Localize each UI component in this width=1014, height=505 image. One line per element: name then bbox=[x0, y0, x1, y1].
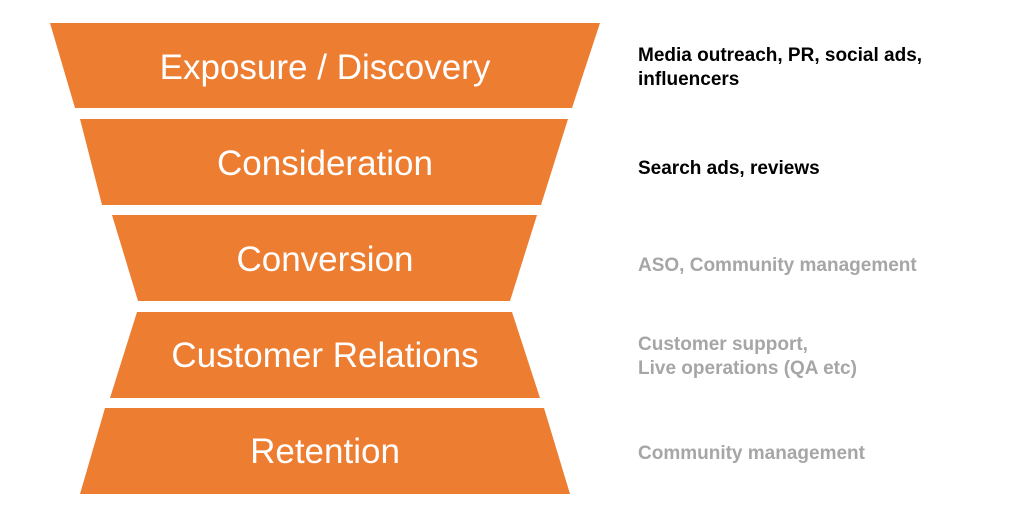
stage-description-exposure: Media outreach, PR, social ads, influenc… bbox=[638, 44, 922, 92]
stage-label: Retention bbox=[250, 432, 400, 471]
stage-label: Conversion bbox=[236, 240, 413, 279]
description-line: Customer support, bbox=[638, 334, 808, 355]
description-line: Search ads, reviews bbox=[638, 158, 820, 179]
funnel-band bbox=[80, 408, 570, 494]
funnel-stage-customer-relations: Customer Relations bbox=[110, 312, 540, 398]
description-line: influencers bbox=[638, 69, 740, 90]
stage-label: Exposure / Discovery bbox=[160, 48, 491, 87]
funnel-stage-conversion: Conversion bbox=[112, 215, 537, 301]
stage-description-retention: Community management bbox=[638, 442, 865, 466]
description-line: Community management bbox=[638, 443, 865, 464]
funnel-band bbox=[112, 215, 537, 301]
funnel-stage-retention: Retention bbox=[80, 408, 570, 494]
funnel-stage-exposure: Exposure / Discovery bbox=[50, 23, 600, 108]
funnel-band bbox=[110, 312, 540, 398]
description-line: ASO, Community management bbox=[638, 255, 917, 276]
description-line: Live operations (QA etc) bbox=[638, 358, 857, 379]
description-line: Media outreach, PR, social ads, bbox=[638, 45, 923, 66]
funnel-band bbox=[50, 23, 600, 108]
stage-description-conversion: ASO, Community management bbox=[638, 254, 917, 278]
stage-description-customer-relations: Customer support, Live operations (QA et… bbox=[638, 333, 857, 381]
stage-label: Customer Relations bbox=[171, 336, 478, 375]
funnel-stage-consideration: Consideration bbox=[80, 119, 568, 205]
stage-description-consideration: Search ads, reviews bbox=[638, 157, 820, 181]
stage-label: Consideration bbox=[217, 144, 433, 183]
funnel-band bbox=[80, 119, 568, 205]
